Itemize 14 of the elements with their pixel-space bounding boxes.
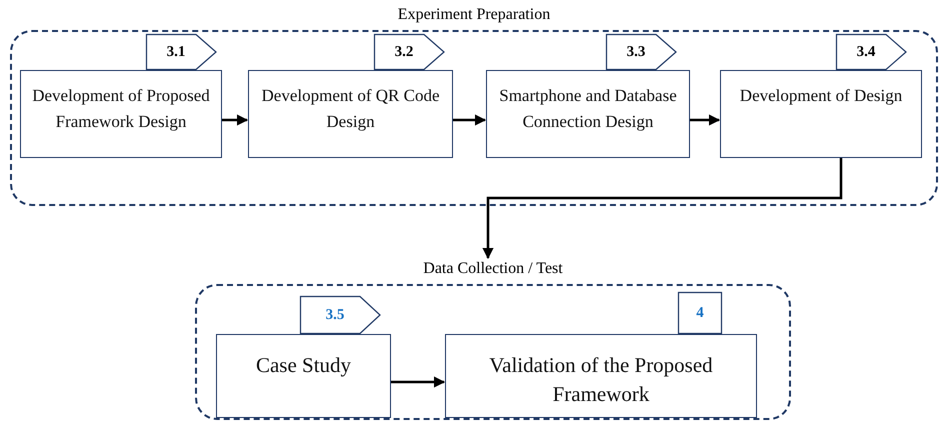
arrow [453, 114, 486, 126]
step-number-tag: 3.2 [374, 34, 444, 70]
group-title: Experiment Preparation [398, 6, 550, 24]
arrow [391, 376, 446, 388]
arrow [482, 158, 842, 260]
step-number-tag: 3.4 [836, 34, 906, 70]
step-number-tag: 3.3 [606, 34, 676, 70]
process-box: Validation of the Proposed Framework [445, 334, 757, 418]
step-number-tag: 3.1 [146, 34, 216, 70]
chapter-number-tag: 4 [678, 292, 722, 334]
group-title: Data Collection / Test [423, 260, 563, 278]
step-number-tag: 3.5 [300, 296, 380, 334]
arrow [690, 114, 720, 126]
arrow [222, 114, 248, 126]
